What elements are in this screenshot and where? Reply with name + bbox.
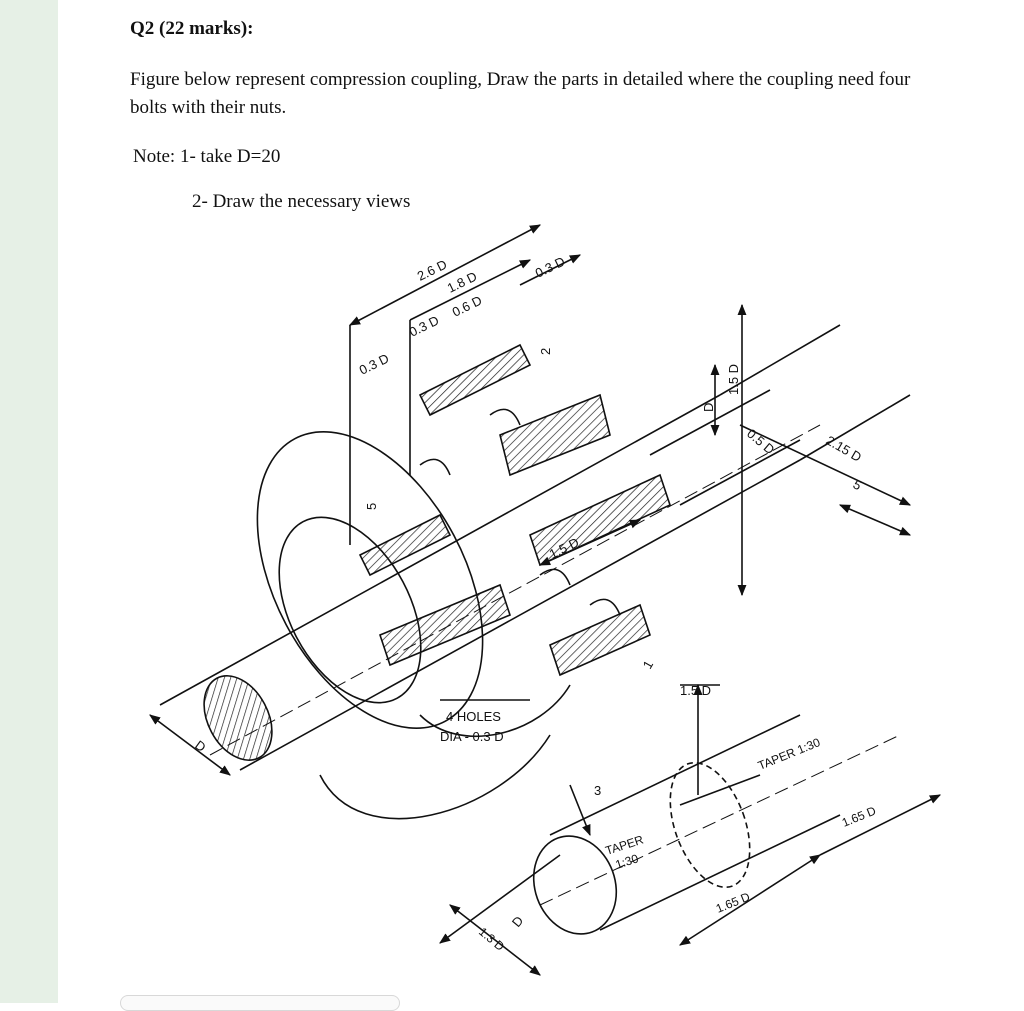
- dim-2-6d: 2.6 D: [415, 257, 450, 284]
- question-body: Figure below represent compression coupl…: [130, 69, 911, 118]
- dim-d-vert: D: [701, 403, 716, 412]
- coupling-drawing: 2.6 D 1.8 D 0.3 D 0.6 D 0.3 D 0.3 D 2 5 …: [149, 224, 942, 976]
- dim-1-5d-vert: 1.5 D: [726, 364, 741, 395]
- taper-1-30-label: TAPER 1:30: [756, 735, 823, 773]
- dim-5-right: 5: [851, 477, 865, 494]
- dim-d-shaft: D: [192, 737, 208, 755]
- dim-0-5d: 0.5 D: [744, 426, 777, 457]
- holes-label-line2: DIA - 0.3 D: [440, 729, 504, 744]
- note-2: 2- Draw the necessary views: [192, 191, 411, 212]
- question-title: Q2 (22 marks):: [130, 18, 254, 39]
- sleeve-end: [532, 835, 618, 935]
- note-1: Note: 1- take D=20: [133, 146, 281, 167]
- holes-label-line1: 4 HOLES: [446, 709, 501, 724]
- dim-1-65d-a: 1.65 D: [840, 803, 878, 829]
- dim-1-5d-sleeve: 1.5 D: [680, 683, 711, 698]
- taper-left-label-2: 1:30: [614, 851, 641, 872]
- dim-2-15d: 2.15 D: [824, 433, 865, 465]
- dim-0-3d-b: 0.3 D: [357, 351, 392, 378]
- dim-1-3d: 1.3 D: [476, 925, 507, 954]
- dim-5-left: 5: [364, 503, 379, 510]
- dim-0-3d-top: 0.3 D: [533, 254, 568, 281]
- dim-1: 1: [640, 658, 657, 672]
- left-sidebar-strip: [0, 0, 58, 1003]
- dim-3: 3: [594, 783, 601, 798]
- bottom-element: [120, 995, 400, 1011]
- dim-2: 2: [538, 348, 553, 355]
- dim-0-3d-a: 0.3 D: [407, 313, 442, 340]
- dim-d-sleeve: D: [509, 913, 527, 930]
- flange-disk: [256, 431, 484, 729]
